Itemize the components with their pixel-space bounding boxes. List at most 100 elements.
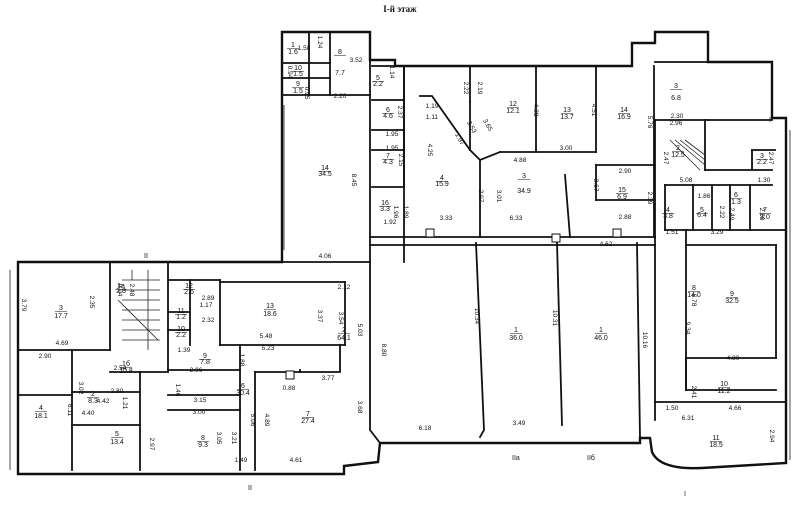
room-number: 3 — [522, 173, 526, 180]
room-area: 7.7 — [335, 70, 345, 77]
room-number: 11 — [177, 308, 184, 315]
outer-wall — [16, 30, 788, 476]
partition-wall — [478, 150, 502, 162]
room-area: 18.6 — [263, 311, 277, 318]
dimension-label: 8.45 — [350, 174, 357, 187]
room-area: 18.1 — [34, 413, 48, 420]
dimension-label: 2.37 — [396, 106, 403, 119]
room-area: 6.8 — [671, 95, 681, 102]
dimension-label: 1.30 — [758, 177, 771, 184]
room-area: 1.5 — [293, 71, 303, 78]
dimension-label: 2.22 — [462, 82, 469, 95]
room-labels: 11.6101.587.791.552.264.674.3163.31434.5… — [34, 42, 771, 449]
room-number: 10 — [294, 65, 302, 72]
column — [612, 228, 622, 238]
column — [285, 370, 295, 380]
room-number: 6 — [241, 383, 245, 390]
room-area: 36.0 — [509, 335, 523, 342]
dimension-label: 2.94 — [768, 430, 775, 443]
room-area: 46.0 — [594, 335, 608, 342]
room-area: 1.6 — [288, 49, 298, 56]
room-area: 17.7 — [54, 313, 68, 320]
dimension-label: 5.23 — [262, 345, 275, 352]
dimension-label: 3.52 — [350, 57, 363, 64]
dimension-label: 5.48 — [260, 333, 273, 340]
section-mark-i-top: I — [769, 117, 771, 124]
dimension-label: 2.96 — [190, 367, 203, 374]
dimension-label: 3.05 — [215, 432, 222, 445]
dimension-label: 2.89 — [202, 295, 215, 302]
room-number: 6 — [734, 192, 738, 199]
room-area: 11.2 — [717, 388, 730, 395]
dimension-label: 10.34 — [473, 308, 480, 325]
room-area: 3.3 — [380, 206, 390, 213]
room-area: 1.3 — [731, 199, 741, 206]
room-area: 13.4 — [110, 439, 124, 446]
dimension-label: 4.40 — [82, 410, 95, 417]
room-number: 6 — [386, 107, 390, 114]
dimension-label: 0.94 — [286, 66, 293, 79]
room-number: 1 — [599, 327, 603, 334]
room-number: 15 — [618, 187, 626, 194]
dimension-label: 1.14 — [388, 66, 395, 79]
room-number: 13 — [266, 303, 274, 310]
room-area: 10.8 — [119, 368, 133, 375]
detail-line — [669, 139, 701, 171]
partition-wall — [564, 174, 571, 238]
section-mark-iib: IIб — [587, 454, 595, 462]
detail-line — [674, 139, 706, 166]
plan-title: I-й этаж — [383, 4, 417, 14]
dimension-label: 3.67 — [592, 179, 599, 192]
dimension-label: 3.65 — [481, 118, 494, 133]
dimension-label: 4.61 — [290, 457, 303, 464]
dimension-label: 5.08 — [680, 177, 693, 184]
dimension-label: 6.18 — [419, 425, 432, 432]
dimension-label: 2.80 — [111, 388, 124, 395]
dimension-label: 2.90 — [619, 168, 632, 175]
section-mark-i-bottom: I — [684, 491, 686, 498]
room-area: 2.2 — [176, 332, 186, 339]
room-area: 2.3 — [116, 288, 126, 295]
room-area: 32.5 — [725, 298, 739, 305]
room-number: 12 — [509, 101, 517, 108]
room-number: 10 — [177, 326, 185, 333]
dimension-label: 8.80 — [380, 344, 387, 357]
detail-line — [679, 139, 706, 161]
room-area: 4.3 — [383, 159, 393, 166]
dimension-label: 3.15 — [194, 397, 207, 404]
thin-lines — [9, 105, 791, 470]
dimension-label: 1.95 — [386, 145, 399, 152]
room-number: 5 — [700, 207, 704, 214]
room-area: 9.3 — [198, 442, 208, 449]
dimension-label: 1.51 — [666, 229, 679, 236]
dimension-label: 1.24 — [316, 36, 323, 49]
dimension-label: 1.21 — [121, 397, 128, 410]
detail-line — [684, 139, 706, 156]
room-number: 8 — [338, 49, 342, 56]
dimension-label: 1.49 — [235, 457, 248, 464]
dimension-label: 2.35 — [88, 296, 95, 309]
dimension-label: 4.62 — [600, 241, 613, 248]
room-number: 16 — [381, 200, 389, 207]
dimension-label: 4.89 — [263, 414, 270, 427]
dimension-label: 1.19 — [426, 103, 439, 110]
dimension-label: 6.31 — [682, 415, 695, 422]
room-area: 2.6 — [184, 289, 194, 296]
room-area: 1.5 — [293, 88, 303, 95]
room-area: 16.9 — [617, 114, 631, 121]
column — [551, 233, 561, 243]
room-area: 2.2 — [373, 81, 383, 88]
dimension-label: 2.39 — [646, 192, 653, 205]
dimension-label: 4.06 — [319, 253, 332, 260]
dimension-label: 2.49 — [728, 208, 735, 221]
dimension-label: 1.89 — [402, 206, 409, 219]
dimension-label: 1.86 — [698, 193, 711, 200]
section-mark-ii-top: II — [144, 253, 148, 260]
dimension-label: 3.00 — [560, 145, 573, 152]
dimension-label: 2.22 — [718, 206, 725, 219]
dimension-label: 1.95 — [386, 131, 399, 138]
room-number: 2 — [676, 145, 680, 152]
partition-wall — [636, 242, 641, 439]
dimension-label: 4.69 — [56, 340, 69, 347]
